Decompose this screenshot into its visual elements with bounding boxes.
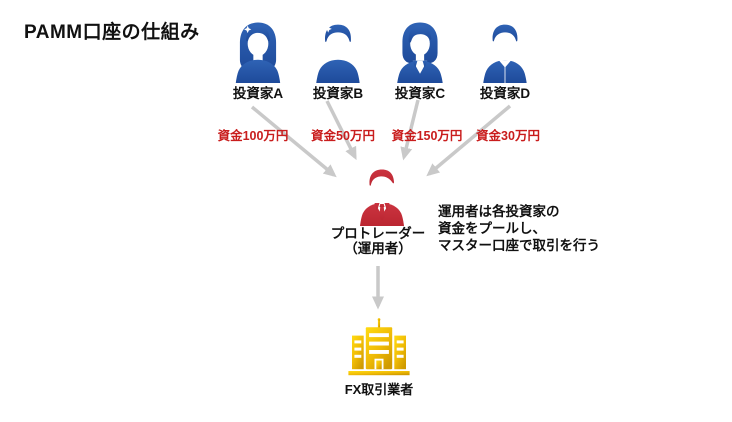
trader-note: 運用者は各投資家の 資金をプールし、 マスター口座で取引を行う bbox=[438, 204, 600, 254]
trader-label: プロトレーダー （運用者） bbox=[331, 226, 426, 256]
investor-b-amount: 資金50万円 bbox=[311, 129, 375, 143]
arrow-investor-a-to-trader bbox=[250, 105, 337, 178]
investor-a-label: 投資家A bbox=[232, 86, 284, 101]
office-building-icon bbox=[348, 318, 410, 376]
trader-title: プロトレーダー bbox=[330, 226, 426, 241]
female-long-hair-avatar-icon bbox=[235, 22, 281, 83]
investor-d-amount: 資金30万円 bbox=[476, 129, 540, 143]
female-business-suit-avatar-icon bbox=[397, 22, 443, 83]
page-title: PAMM口座の仕組み bbox=[24, 22, 200, 43]
male-suit-tie-avatar-icon bbox=[360, 169, 404, 226]
male-collared-shirt-avatar-icon bbox=[483, 24, 527, 83]
investor-c: 投資家C bbox=[394, 21, 446, 101]
investor-d-label: 投資家D bbox=[479, 86, 531, 101]
investor-a: 投資家A bbox=[232, 21, 284, 101]
note-line-3: マスター口座で取引を行う bbox=[438, 237, 600, 253]
male-short-hair-avatar-icon bbox=[316, 24, 360, 83]
arrow-investor-d-to-trader bbox=[426, 104, 512, 177]
note-line-1: 運用者は各投資家の bbox=[438, 204, 560, 219]
investor-d: 投資家D bbox=[479, 21, 531, 101]
fx-broker-label: FX取引業者 bbox=[344, 382, 414, 397]
investor-c-label: 投資家C bbox=[394, 86, 446, 101]
investor-c-amount: 資金150万円 bbox=[391, 129, 463, 143]
investor-a-amount: 資金100万円 bbox=[217, 129, 289, 143]
investor-b-label: 投資家B bbox=[312, 86, 364, 101]
fx-broker bbox=[346, 317, 412, 377]
trader bbox=[357, 166, 407, 228]
note-line-2: 資金をプールし、 bbox=[438, 220, 546, 236]
arrow-investor-c-to-trader bbox=[400, 99, 420, 161]
trader-subtitle: （運用者） bbox=[344, 241, 412, 256]
investor-b: 投資家B bbox=[312, 21, 364, 101]
arrow-investor-b-to-trader bbox=[325, 100, 357, 161]
